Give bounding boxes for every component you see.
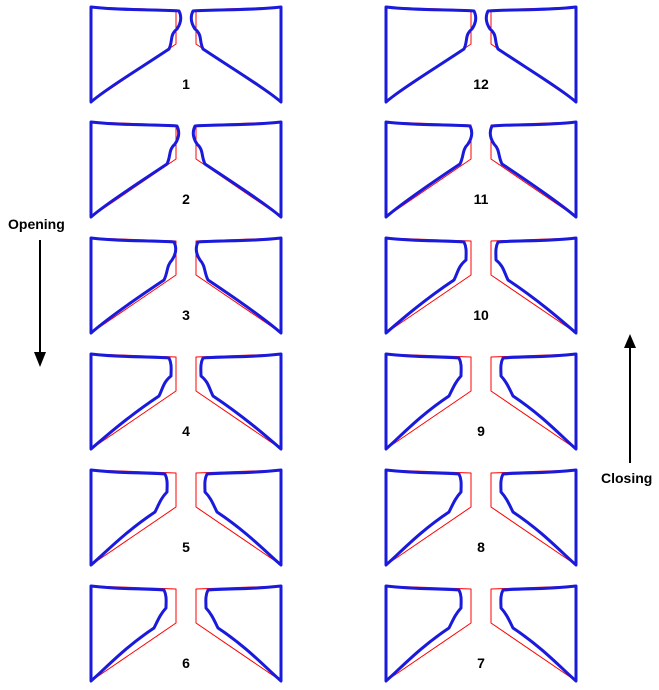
frame-number: 9	[477, 423, 485, 439]
reference-outline-left	[90, 585, 177, 682]
opening-label: Opening	[8, 216, 65, 232]
reference-outline-right	[195, 237, 282, 334]
frame-7: 7	[384, 584, 578, 683]
fold-outline-left	[384, 468, 463, 567]
fold-outline-left	[89, 584, 168, 683]
fold-outline-right	[204, 584, 283, 683]
fold-outline-left	[89, 120, 181, 219]
reference-outline-left	[90, 469, 177, 566]
fold-outline-left	[384, 5, 478, 104]
reference-outline-left	[90, 121, 177, 218]
reference-outline-right	[490, 585, 577, 682]
reference-outline-right	[490, 121, 577, 218]
frame-3: 3	[89, 236, 283, 335]
frame-number: 3	[182, 307, 190, 323]
fold-outline-left	[89, 468, 169, 567]
frame-number: 4	[182, 423, 190, 439]
frame-number: 1	[182, 76, 190, 92]
reference-outline-right	[195, 353, 282, 450]
frame-2: 2	[89, 120, 283, 219]
fold-outline-right	[194, 236, 283, 335]
fold-outline-right	[488, 120, 578, 219]
reference-outline-right	[490, 237, 577, 334]
fold-outline-right	[499, 352, 578, 451]
frame-number: 11	[474, 191, 489, 207]
frame-12: 12	[384, 5, 578, 104]
fold-outline-right	[499, 584, 578, 683]
fold-outline-right	[499, 468, 578, 567]
reference-outline-left	[385, 469, 472, 566]
frame-number: 10	[473, 307, 489, 323]
opening-arrow	[34, 240, 46, 367]
fold-outline-right	[189, 5, 283, 104]
reference-outline-right	[195, 469, 282, 566]
frame-11: 11	[384, 120, 578, 219]
frame-1: 1	[89, 5, 283, 104]
frame-number: 6	[182, 655, 190, 671]
frame-9: 9	[384, 352, 578, 451]
fold-outline-left	[384, 120, 474, 219]
fold-outline-right	[203, 468, 283, 567]
fold-outline-left	[384, 352, 463, 451]
frame-6: 6	[89, 584, 283, 683]
frame-number: 8	[477, 539, 485, 555]
fold-outline-left	[384, 236, 468, 335]
fold-outline-right	[494, 236, 578, 335]
frame-number: 2	[182, 191, 190, 207]
fold-outline-left	[384, 584, 463, 683]
frame-8: 8	[384, 468, 578, 567]
frame-5: 5	[89, 468, 283, 567]
closing-arrow	[624, 334, 636, 463]
fold-outline-left	[89, 236, 178, 335]
reference-outline-left	[90, 353, 177, 450]
reference-outline-left	[385, 353, 472, 450]
frame-number: 5	[182, 539, 190, 555]
fold-outline-left	[89, 352, 173, 451]
fold-outline-right	[191, 120, 283, 219]
reference-outline-right	[490, 469, 577, 566]
closing-label: Closing	[601, 470, 652, 486]
fold-outline-right	[484, 5, 578, 104]
reference-outline-left	[385, 121, 472, 218]
reference-outline-right	[490, 353, 577, 450]
reference-outline-right	[195, 585, 282, 682]
reference-outline-right	[195, 121, 282, 218]
fold-outline-left	[89, 5, 183, 104]
reference-outline-left	[385, 237, 472, 334]
fold-outline-right	[199, 352, 283, 451]
frame-number: 12	[473, 76, 489, 92]
frame-4: 4	[89, 352, 283, 451]
reference-outline-left	[385, 585, 472, 682]
reference-outline-left	[90, 237, 177, 334]
frame-10: 10	[384, 236, 578, 335]
frame-number: 7	[477, 655, 485, 671]
